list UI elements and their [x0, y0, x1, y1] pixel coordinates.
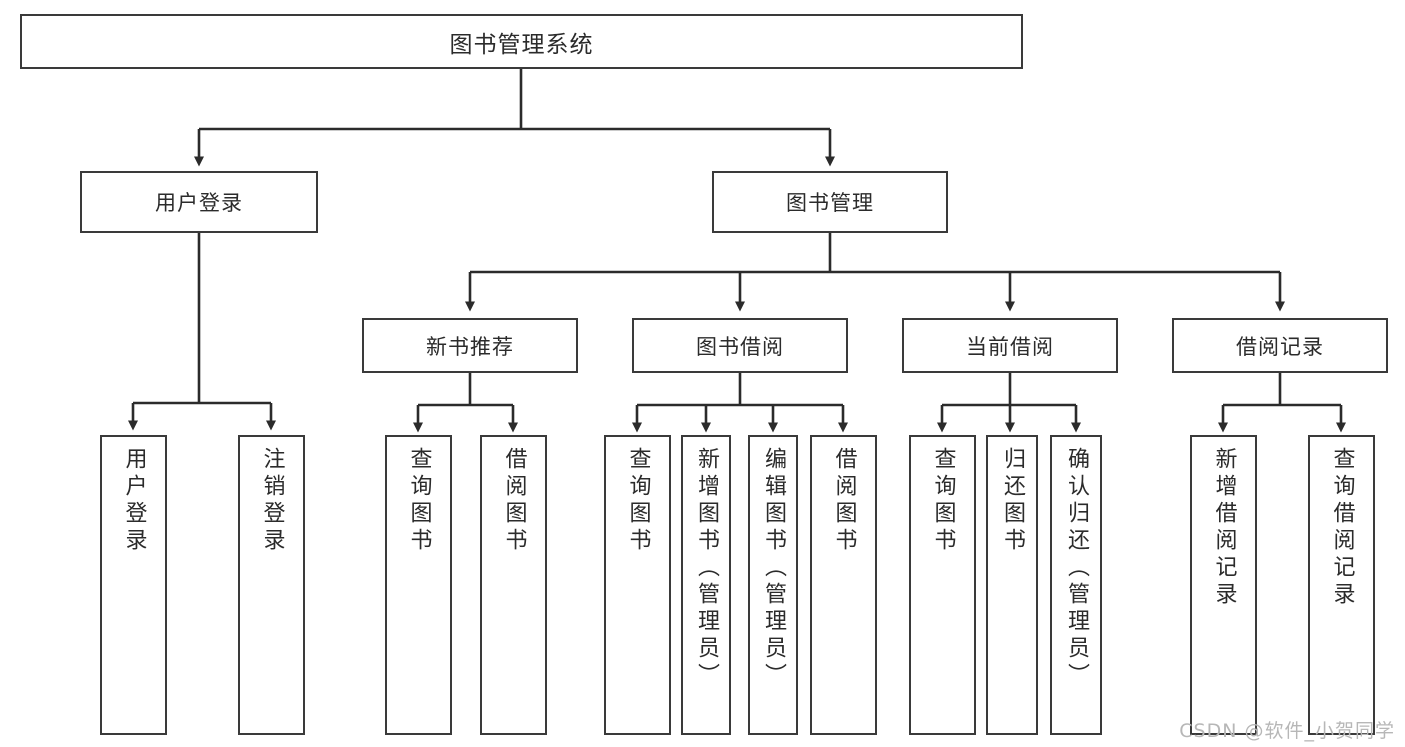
- node-current-borrow-label: 当前借阅: [966, 334, 1054, 359]
- node-leaf-user-login[interactable]: 用户登录: [100, 435, 167, 735]
- node-leaf-query-book-2-label: 查询图书: [625, 447, 651, 555]
- node-user-login-label: 用户登录: [155, 191, 243, 215]
- node-leaf-borrow-book-2-label: 借阅图书: [831, 447, 857, 555]
- node-leaf-borrow-book-1[interactable]: 借阅图书: [480, 435, 547, 735]
- node-new-book-recommend[interactable]: 新书推荐: [362, 318, 578, 373]
- watermark: CSDN @软件_小贺同学: [1179, 720, 1395, 742]
- node-leaf-edit-book-label: 编辑图书（管理员）: [761, 447, 786, 690]
- node-leaf-query-book-3[interactable]: 查询图书: [909, 435, 976, 735]
- node-leaf-logout-label: 注销登录: [259, 447, 285, 555]
- node-leaf-query-book-1-label: 查询图书: [406, 447, 432, 555]
- node-book-manage[interactable]: 图书管理: [712, 171, 948, 233]
- node-leaf-return-book-label: 归还图书: [1000, 447, 1025, 555]
- node-leaf-confirm-return-label: 确认归还（管理员）: [1064, 447, 1089, 690]
- node-leaf-query-book-2[interactable]: 查询图书: [604, 435, 671, 735]
- node-leaf-user-login-label: 用户登录: [121, 447, 147, 555]
- node-current-borrow[interactable]: 当前借阅: [902, 318, 1118, 373]
- node-leaf-add-book[interactable]: 新增图书（管理员）: [681, 435, 731, 735]
- node-leaf-borrow-book-2[interactable]: 借阅图书: [810, 435, 877, 735]
- node-leaf-logout[interactable]: 注销登录: [238, 435, 305, 735]
- node-leaf-borrow-book-1-label: 借阅图书: [501, 447, 527, 555]
- node-leaf-query-record-label: 查询借阅记录: [1329, 447, 1355, 609]
- node-leaf-query-book-3-label: 查询图书: [930, 447, 956, 555]
- node-leaf-query-record[interactable]: 查询借阅记录: [1308, 435, 1375, 735]
- node-leaf-edit-book[interactable]: 编辑图书（管理员）: [748, 435, 798, 735]
- node-leaf-confirm-return[interactable]: 确认归还（管理员）: [1050, 435, 1102, 735]
- node-root-label: 图书管理系统: [449, 31, 594, 58]
- node-borrow-record[interactable]: 借阅记录: [1172, 318, 1388, 373]
- node-leaf-add-record[interactable]: 新增借阅记录: [1190, 435, 1257, 735]
- node-root[interactable]: 图书管理系统: [20, 14, 1023, 69]
- node-leaf-query-book-1[interactable]: 查询图书: [385, 435, 452, 735]
- node-borrow-record-label: 借阅记录: [1236, 334, 1324, 359]
- node-leaf-add-record-label: 新增借阅记录: [1211, 447, 1237, 609]
- node-leaf-return-book[interactable]: 归还图书: [986, 435, 1038, 735]
- node-new-book-recommend-label: 新书推荐: [426, 334, 514, 359]
- node-book-manage-label: 图书管理: [786, 191, 874, 215]
- node-user-login[interactable]: 用户登录: [80, 171, 318, 233]
- node-leaf-add-book-label: 新增图书（管理员）: [694, 447, 719, 690]
- node-book-borrow[interactable]: 图书借阅: [632, 318, 848, 373]
- node-book-borrow-label: 图书借阅: [696, 334, 784, 359]
